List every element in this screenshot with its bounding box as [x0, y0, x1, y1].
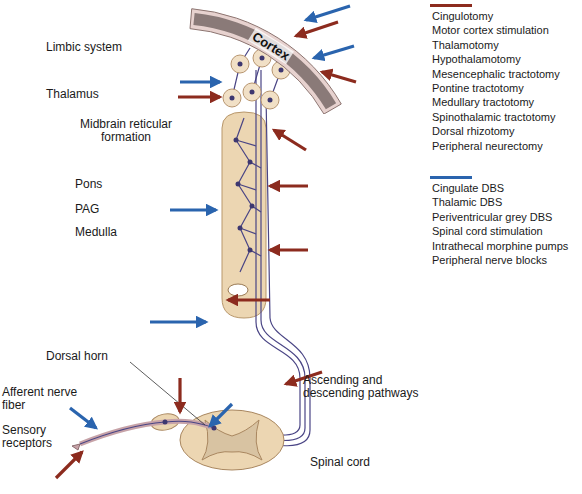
- neuron-soma: [234, 138, 239, 143]
- spinal-cord-section: [180, 410, 284, 470]
- legend-text: Peripheral nerve blocks: [432, 254, 582, 267]
- legend-text: Pontine tractotomy: [432, 82, 582, 95]
- cortex-outline: [190, 9, 341, 114]
- legend-text: Spinothalamic tractotomy: [432, 111, 582, 124]
- cortex-outline: [188, 2, 358, 114]
- red-arrow: [274, 130, 306, 150]
- structure-label: Dorsal horn: [46, 350, 146, 363]
- blue-arrow: [70, 6, 354, 428]
- red-arrow: [178, 378, 181, 412]
- red-arrow: [270, 184, 308, 187]
- afferent-fiber: [163, 420, 168, 425]
- neuron-chain: [236, 140, 261, 256]
- structure-label: Afferent nerve fiber: [2, 386, 92, 412]
- afferent-fiber: [80, 421, 214, 444]
- limbic-thalamic-nuclei: [231, 55, 249, 73]
- afferent-fiber: [72, 420, 217, 451]
- neuron-chain: [232, 40, 296, 272]
- blue-arrow: [70, 408, 96, 428]
- brainstem-column: [228, 284, 248, 296]
- neuron-soma: [230, 56, 284, 253]
- legend-text: Dorsal rhizotomy: [432, 125, 582, 138]
- limbic-thalamic-nuclei: [223, 89, 241, 107]
- structure-label: Pons: [75, 178, 135, 191]
- leader-line: [130, 362, 205, 425]
- neuron-soma: [230, 96, 235, 101]
- legend-text: Motor cortex stimulation: [432, 24, 582, 37]
- legend-swatch: [430, 4, 472, 7]
- blue-arrow: [314, 46, 354, 58]
- red-arrow: [56, 452, 82, 478]
- red-arrow: [178, 95, 220, 98]
- ascending-fibers: [242, 95, 310, 446]
- structure-label: Medulla: [75, 226, 155, 239]
- legend-text: Thalamic DBS: [432, 196, 582, 209]
- ascending-fibers: [238, 70, 310, 446]
- legend-text: Cingulate DBS: [432, 182, 582, 195]
- blue-arrow: [306, 6, 350, 20]
- legend-text: Hypothalamotomy: [432, 53, 582, 66]
- structure-label: Spinal cord: [310, 456, 410, 469]
- legend-swatch: [430, 176, 472, 179]
- structure-label: Sensory receptors: [2, 424, 72, 450]
- legend-text: Periventricular grey DBS: [432, 211, 582, 224]
- legend-text: Thalamotomy: [432, 39, 582, 52]
- blue-arrow: [170, 208, 216, 211]
- cortex-band: Cortex: [188, 2, 358, 114]
- legend-text: Intrathecal morphine pumps: [432, 240, 582, 253]
- neuron-soma: [236, 182, 241, 187]
- neuron-soma: [248, 160, 253, 165]
- neuron-soma: [250, 204, 255, 209]
- structure-label: PAG: [75, 203, 135, 216]
- neuron-soma: [250, 90, 255, 95]
- legend-text: Cingulotomy: [432, 10, 582, 23]
- leader-line: [130, 362, 205, 425]
- brainstem-column: [222, 112, 266, 318]
- legend-text: Peripheral neurectomy: [432, 140, 582, 153]
- red-arrow: [322, 72, 356, 82]
- brainstem-column: [222, 112, 266, 318]
- neuron-soma: [268, 98, 273, 103]
- red-arrow: [228, 298, 270, 301]
- neuron-soma: [248, 248, 253, 253]
- red-arrow: [270, 248, 308, 251]
- red-arrow: [296, 22, 338, 36]
- blue-arrow: [210, 404, 232, 426]
- blue-arrow: [150, 320, 206, 323]
- blue-arrow: [180, 80, 220, 83]
- legend-text: Spinal cord stimulation: [432, 225, 582, 238]
- neuron-soma: [238, 226, 243, 231]
- structure-label: Limbic system: [46, 41, 156, 54]
- structure-label: Ascending and descending pathways: [303, 374, 428, 400]
- legend-text: Medullary tractotomy: [432, 96, 582, 109]
- neuron-soma: [279, 68, 284, 73]
- afferent-fiber: [212, 426, 217, 431]
- afferent-fiber: [80, 421, 214, 444]
- cortex-texture: [193, 13, 336, 109]
- structure-label: Thalamus: [46, 88, 156, 101]
- cortex-outline: [190, 9, 341, 114]
- limbic-thalamic-nuclei: [243, 83, 261, 101]
- limbic-thalamic-nuclei: [261, 91, 279, 109]
- legend-text: Mesencephalic tractotomy: [432, 68, 582, 81]
- neuron-soma: [260, 56, 265, 61]
- neuron-soma: [238, 62, 243, 67]
- afferent-fiber: [72, 444, 80, 450]
- ascending-fibers: [240, 70, 305, 441]
- structure-label: Midbrain reticular formation: [70, 118, 182, 144]
